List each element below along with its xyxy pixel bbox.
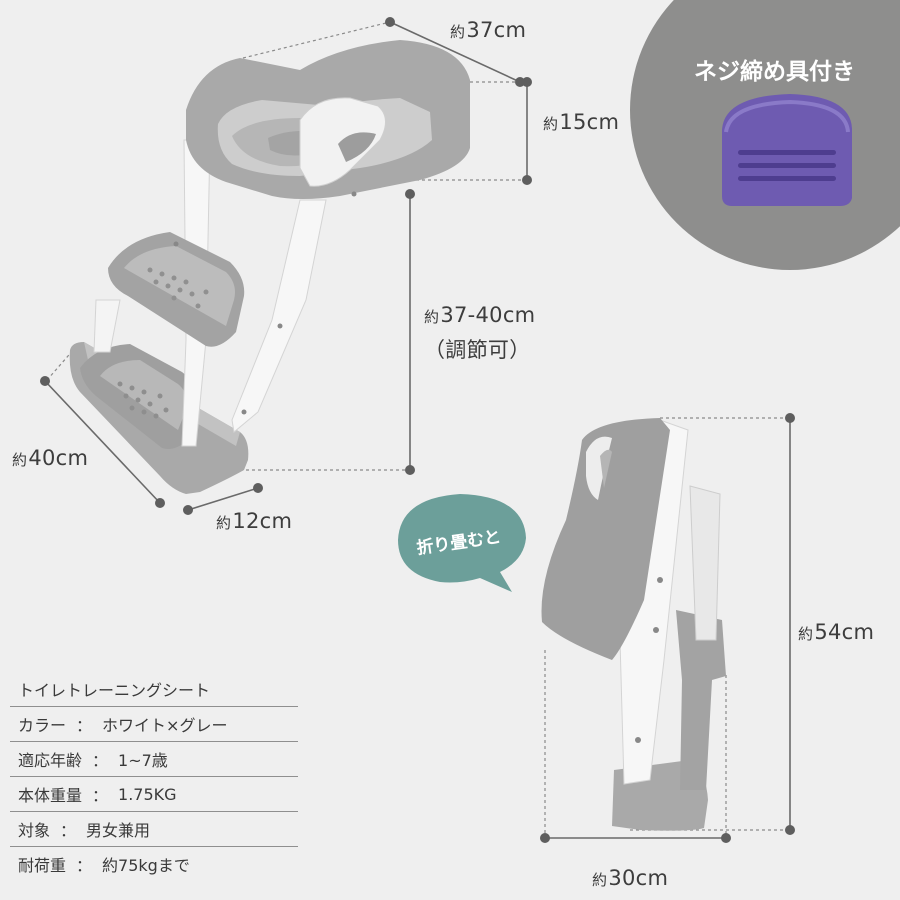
spec-label: 適応年齢 [18, 751, 83, 770]
dimension-solid [44, 21, 528, 511]
spec-label: 本体重量 [18, 786, 83, 805]
dimension-adjustable-note: （調節可） [424, 338, 531, 362]
spec-label: 対象 [18, 821, 51, 840]
dimension-step-width-label: 約12cm [216, 509, 293, 533]
potty-step-stool-folded [541, 418, 726, 831]
screw-clamp-icon [722, 94, 852, 206]
spec-row-load: 耐荷重：約75kgまで [10, 847, 298, 881]
spec-label: 耐荷重 [18, 856, 67, 875]
fold-speech-bubble [398, 494, 526, 592]
spec-row-weight: 本体重量：1.75KG [10, 777, 298, 812]
spec-value: ホワイト×グレー [102, 716, 228, 735]
spec-value: 約75kgまで [102, 856, 190, 875]
spec-row-age: 適応年齢：1~7歳 [10, 742, 298, 777]
spec-table: トイレトレーニングシート カラー：ホワイト×グレー 適応年齢：1~7歳 本体重量… [10, 672, 298, 881]
spec-row-color: カラー：ホワイト×グレー [10, 707, 298, 742]
dimension-width-label: 約37cm [450, 18, 527, 42]
spec-value: 男女兼用 [86, 821, 151, 840]
dimension-dots [40, 17, 532, 515]
spec-row-target: 対象：男女兼用 [10, 812, 298, 847]
potty-step-stool-open [69, 40, 470, 494]
dimension-depth-label: 約40cm [12, 446, 89, 470]
spec-value: 1~7歳 [118, 751, 168, 770]
spec-label: カラー [18, 716, 67, 735]
dimension-folded-height-label: 約54cm [798, 620, 875, 644]
folded-dimension-dots [540, 413, 795, 843]
dimension-seat-height-label: 約15cm [543, 110, 620, 134]
spec-value: 1.75KG [118, 784, 177, 804]
screw-clamp-badge-label: ネジ締め具付き [694, 59, 855, 85]
folded-dimension-solid [545, 418, 791, 839]
dimension-step-height-label: 約37-40cm [424, 303, 536, 327]
dimension-lines [46, 21, 527, 471]
spec-title: トイレトレーニングシート [10, 672, 298, 707]
dimension-folded-depth-label: 約30cm [592, 866, 669, 890]
